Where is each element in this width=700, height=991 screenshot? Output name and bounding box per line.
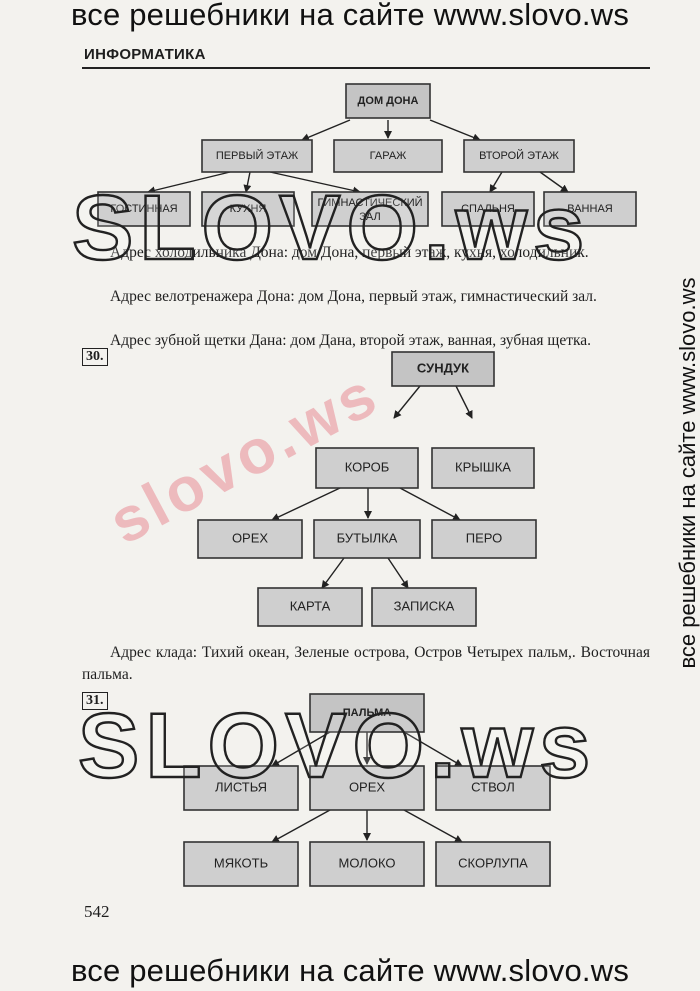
svg-text:КУХНЯ: КУХНЯ bbox=[230, 203, 267, 215]
node-house-root-label: ДОМ ДОНА bbox=[358, 95, 419, 107]
node-living-room: ГОСТИННАЯ bbox=[97, 191, 191, 227]
node-chest-root: СУНДУК bbox=[391, 351, 495, 387]
paragraph-treasure-address: Адрес клада: Тихий океан, Зеленые остров… bbox=[82, 644, 650, 683]
page-header: ИНФОРМАТИКА bbox=[84, 46, 206, 63]
node-gym-hall: ГИМНАСТИЧЕСКИЙ ЗАЛ bbox=[311, 191, 429, 227]
paragraph-exercise-bike-address: Адрес велотренажера Дона: дом Дона, перв… bbox=[110, 288, 597, 305]
node-milk: МОЛОКО bbox=[309, 841, 425, 887]
node-kitchen: КУХНЯ bbox=[201, 191, 295, 227]
node-palm-root: ПАЛЬМА bbox=[309, 693, 425, 733]
svg-text:ПЕРО: ПЕРО bbox=[466, 530, 503, 545]
paragraph-toothbrush-address: Адрес зубной щетки Дана: дом Дана, второ… bbox=[110, 332, 592, 349]
svg-text:КАРТА: КАРТА bbox=[290, 598, 331, 613]
svg-text:ГАРАЖ: ГАРАЖ bbox=[370, 150, 407, 162]
node-trunk: СТВОЛ bbox=[435, 765, 551, 811]
node-pulp: МЯКОТЬ bbox=[183, 841, 299, 887]
node-garage: ГАРАЖ bbox=[333, 139, 443, 173]
node-feather: ПЕРО bbox=[431, 519, 537, 559]
svg-text:ВТОРОЙ ЭТАЖ: ВТОРОЙ ЭТАЖ bbox=[479, 149, 559, 162]
svg-text:ГИМНАСТИЧЕСКИЙ: ГИМНАСТИЧЕСКИЙ bbox=[317, 196, 422, 209]
node-box: КОРОБ bbox=[315, 447, 419, 489]
node-bathroom: ВАННАЯ bbox=[543, 191, 637, 227]
svg-text:ВАННАЯ: ВАННАЯ bbox=[567, 203, 613, 215]
tree-palm: ПАЛЬМА ЛИСТЬЯ ОРЕХ СТВОЛ МЯКОТЬ МОЛОКО С… bbox=[183, 693, 551, 887]
paragraph-fridge-address: Адрес холодильника Дона: дом Дона, первы… bbox=[110, 244, 589, 261]
watermark-side: все решебники на сайте www.slovo.ws bbox=[675, 277, 700, 669]
svg-text:МЯКОТЬ: МЯКОТЬ bbox=[214, 855, 268, 870]
svg-text:ОРЕХ: ОРЕХ bbox=[349, 779, 385, 794]
svg-text:ПЕРВЫЙ ЭТАЖ: ПЕРВЫЙ ЭТАЖ bbox=[216, 149, 298, 162]
exercise-number-30: 30. bbox=[82, 348, 108, 366]
svg-text:СУНДУК: СУНДУК bbox=[417, 360, 469, 375]
svg-text:БУТЫЛКА: БУТЫЛКА bbox=[337, 530, 398, 545]
node-bedroom: СПАЛЬНЯ bbox=[441, 191, 535, 227]
svg-text:ПАЛЬМА: ПАЛЬМА bbox=[343, 707, 391, 719]
svg-text:ЗАЛ: ЗАЛ bbox=[359, 211, 380, 223]
node-coconut: ОРЕХ bbox=[309, 765, 425, 811]
exercise-number-31: 31. bbox=[82, 692, 108, 710]
tree-house: ДОМ ДОНА ПЕРВЫЙ ЭТАЖ ГАРАЖ ВТОРОЙ ЭТАЖ Г… bbox=[97, 83, 637, 227]
node-house-root: ДОМ ДОНА bbox=[345, 83, 431, 119]
node-nut: ОРЕХ bbox=[197, 519, 303, 559]
node-leaves: ЛИСТЬЯ bbox=[183, 765, 299, 811]
watermark-top: все решебники на сайте www.slovo.ws bbox=[70, 0, 630, 32]
node-first-floor: ПЕРВЫЙ ЭТАЖ bbox=[201, 139, 313, 173]
node-second-floor: ВТОРОЙ ЭТАЖ bbox=[463, 139, 575, 173]
page-number: 542 bbox=[84, 902, 110, 921]
header-rule bbox=[82, 67, 650, 69]
node-shell: СКОРЛУПА bbox=[435, 841, 551, 887]
svg-text:КРЫШКА: КРЫШКА bbox=[455, 459, 511, 474]
svg-text:КОРОБ: КОРОБ bbox=[345, 459, 390, 474]
node-lid: КРЫШКА bbox=[431, 447, 535, 489]
watermark-outline-2: SLOVO.ws bbox=[77, 694, 597, 798]
svg-text:СТВОЛ: СТВОЛ bbox=[471, 779, 515, 794]
svg-text:ЛИСТЬЯ: ЛИСТЬЯ bbox=[215, 779, 267, 794]
watermark-bottom: все решебники на сайте www.slovo.ws bbox=[70, 953, 630, 988]
svg-text:СКОРЛУПА: СКОРЛУПА bbox=[458, 855, 528, 870]
node-map: КАРТА bbox=[257, 587, 363, 627]
svg-text:ОРЕХ: ОРЕХ bbox=[232, 530, 268, 545]
node-note: ЗАПИСКА bbox=[371, 587, 477, 627]
svg-text:СПАЛЬНЯ: СПАЛЬНЯ bbox=[461, 203, 515, 215]
svg-text:ГОСТИННАЯ: ГОСТИННАЯ bbox=[110, 203, 177, 215]
watermark-outline-1: SLOVO.ws bbox=[71, 176, 591, 280]
svg-text:ЗАПИСКА: ЗАПИСКА bbox=[394, 598, 455, 613]
node-bottle: БУТЫЛКА bbox=[313, 519, 421, 559]
svg-text:МОЛОКО: МОЛОКО bbox=[339, 855, 396, 870]
tree-chest: СУНДУК КОРОБ КРЫШКА ОРЕХ БУТЫЛКА ПЕРО КА… bbox=[197, 351, 537, 627]
